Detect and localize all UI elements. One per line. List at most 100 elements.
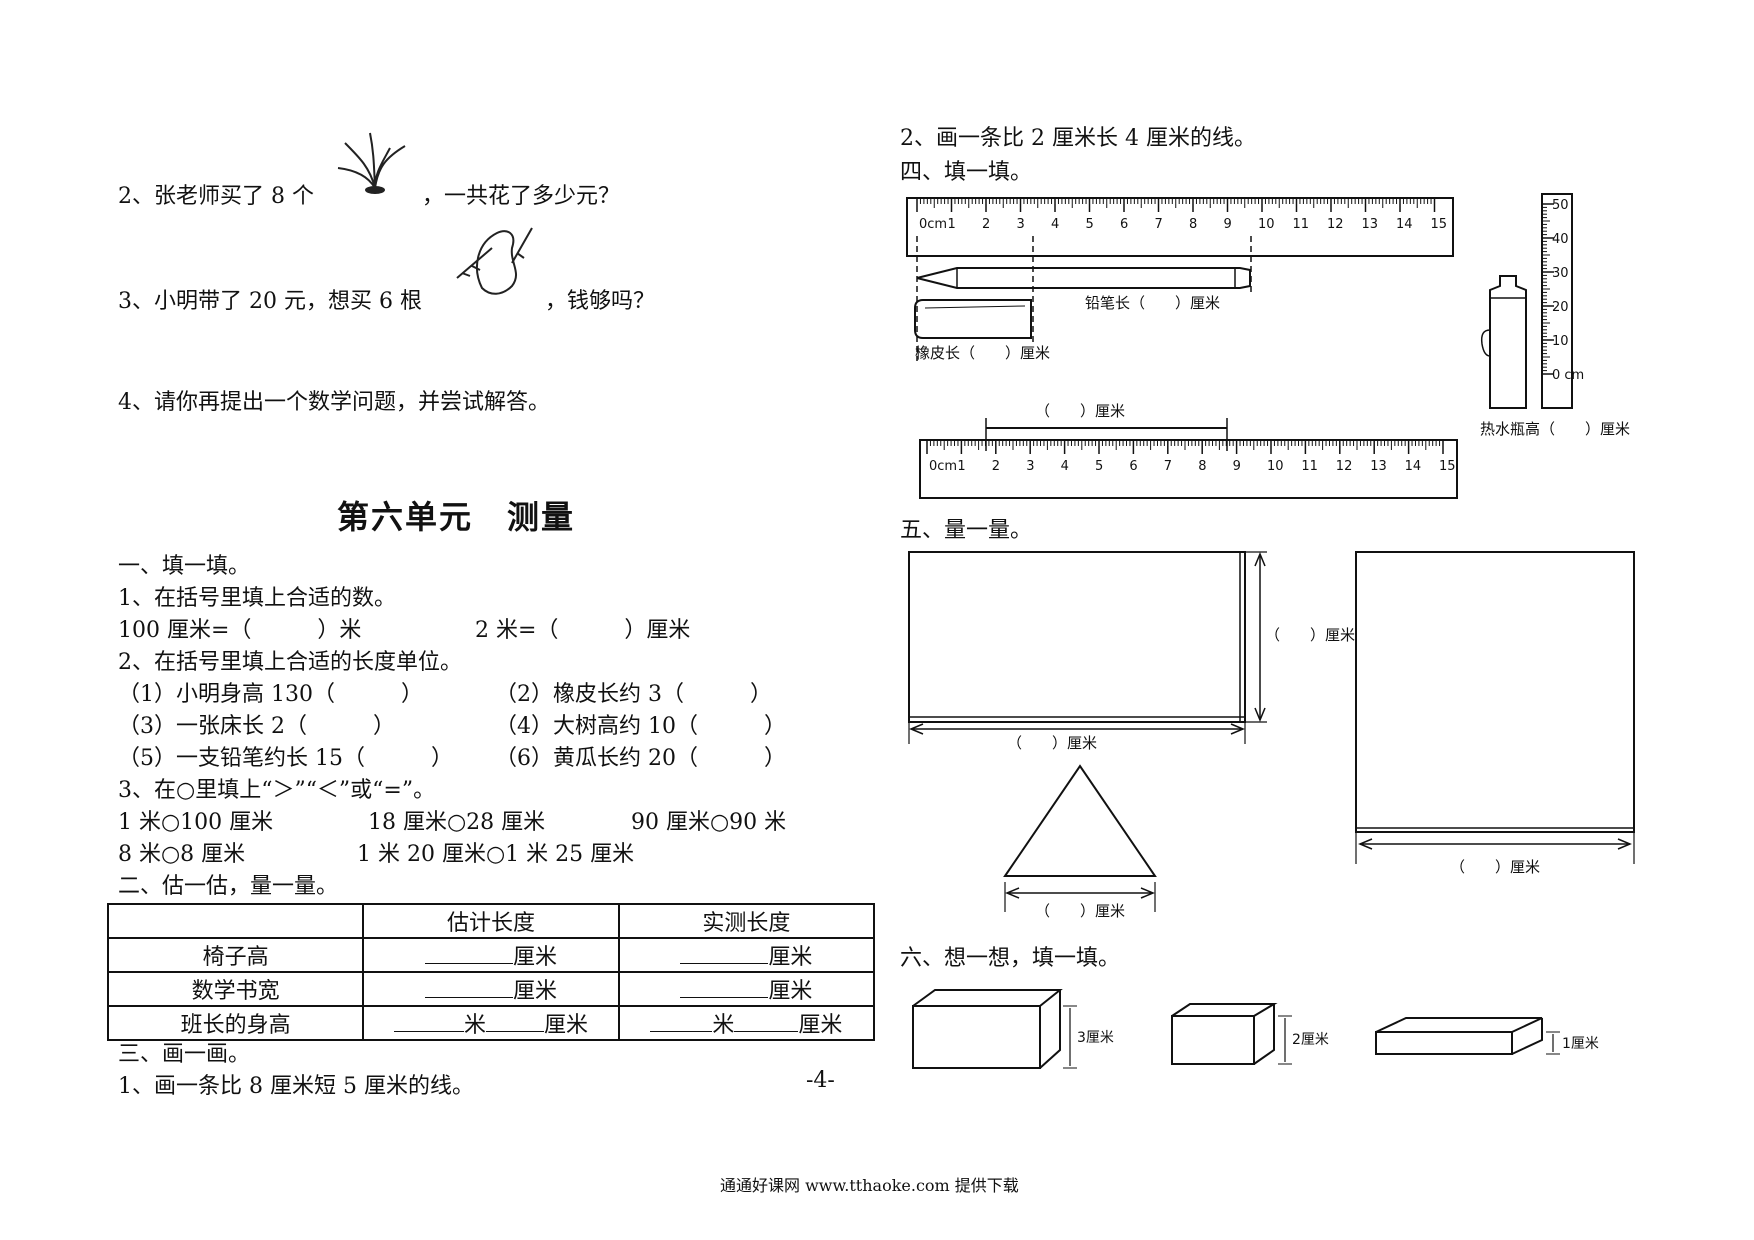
ruler-tick-label: 7 [1155, 217, 1163, 232]
answer-cell[interactable]: 米厘米 [362, 1005, 620, 1041]
answer-cell[interactable]: 厘米 [362, 971, 620, 1007]
ruler-tick-label: 12 [1327, 217, 1344, 232]
ruler-tick-label: 6 [1120, 217, 1128, 232]
ruler-tick-label: 14 [1405, 459, 1422, 474]
triangle-measure: （ ）厘米 [1003, 764, 1157, 920]
unit-item: （1）小明身高 130（ ） [118, 682, 423, 707]
ruler-tick-label: 9 [1224, 217, 1232, 232]
table-row: 数学书宽 厘米 厘米 [106, 971, 876, 1007]
box-1: 3厘米 [912, 989, 1114, 1069]
thermos-tick-label: 40 [1552, 232, 1569, 247]
table-header-row: 估计长度 实测长度 [106, 903, 876, 939]
rect-width-label: （ ）厘米 [1007, 734, 1097, 752]
table-header-cell [106, 903, 365, 939]
ruler-tick-label: 1 [948, 217, 956, 232]
ruler-tick-label: 2 [992, 459, 1000, 474]
triangle-label: （ ）厘米 [1035, 902, 1125, 920]
thermos-icon [1489, 275, 1527, 409]
unit-item: （3）一张床长 2（ ） [118, 714, 395, 739]
compare-item: 1 米 20 厘米○1 米 25 厘米 [357, 842, 635, 867]
answer-cell[interactable]: 厘米 [617, 937, 876, 973]
compare-item: 8 米○8 厘米 [118, 842, 246, 867]
row-label: 班长的身高 [106, 1005, 365, 1041]
row-label: 数学书宽 [106, 971, 365, 1007]
thermos-label: 热水瓶高（ ）厘米 [1480, 420, 1630, 438]
answer-cell[interactable]: 厘米 [362, 937, 620, 973]
footer-text: 通通好课网 www.tthaoke.com 提供下载 [720, 1176, 1019, 1195]
square-measure: （ ）厘米 [1355, 551, 1635, 876]
question-2-text: 2、张老师买了 8 个 [118, 184, 314, 209]
question-2-tail: ，一共花了多少元？ [422, 184, 621, 209]
compare-item: 90 厘米○90 米 [631, 810, 787, 835]
s3-q1: 1、画一条比 8 厘米短 5 厘米的线。 [118, 1074, 474, 1099]
rectangle-measure: （ ）厘米 （ ）厘米 [908, 551, 1355, 752]
ruler-tick-label: 13 [1370, 459, 1387, 474]
answer-cell[interactable]: 厘米 [617, 971, 876, 1007]
unit-item: （5）一支铅笔约长 15（ ） [118, 746, 453, 771]
table-header-cell: 实测长度 [617, 903, 876, 939]
estimate-table: 估计长度 实测长度 椅子高 厘米 厘米 数学书宽 厘米 厘米 班长的身高 米厘米… [106, 903, 876, 1041]
unit-item: （6）黄瓜长约 20（ ） [495, 746, 786, 771]
unit-title: 第六单元 测量 [337, 498, 576, 536]
pencil-label: 铅笔长（ ）厘米 [1085, 294, 1220, 312]
unit-item: （2）橡皮长约 3（ ） [495, 682, 772, 707]
pencil-icon [916, 267, 1251, 289]
ruler-tick-label: 5 [1095, 459, 1103, 474]
s1-q2: 2、在括号里填上合适的长度单位。 [118, 650, 462, 675]
question-3: 3、小明带了 20 元，想买 6 根 [118, 289, 422, 314]
ruler-tick-label: 11 [1301, 459, 1318, 474]
table-row: 椅子高 厘米 厘米 [106, 937, 876, 973]
s1-q3: 3、在○里填上“＞”“＜”或“=”。 [118, 778, 436, 803]
row-label: 椅子高 [106, 937, 365, 973]
ruler-tick-label: 0cm [929, 459, 957, 474]
table-header-cell: 估计长度 [362, 903, 620, 939]
unit-item: （4）大树高约 10（ ） [495, 714, 786, 739]
square-label: （ ）厘米 [1450, 858, 1540, 876]
flower-icon [456, 227, 533, 295]
rect-height-label: （ ）厘米 [1265, 626, 1355, 644]
eraser-icon [914, 299, 1032, 339]
compare-item: 18 厘米○28 厘米 [368, 810, 546, 835]
ruler-tick-label: 3 [1026, 459, 1034, 474]
ruler-tick-label: 14 [1396, 217, 1413, 232]
ruler-tick-label: 15 [1431, 217, 1448, 232]
ruler-tick-label: 5 [1086, 217, 1094, 232]
question-4: 4、请你再提出一个数学问题，并尝试解答。 [118, 390, 550, 415]
ruler-tick-label: 8 [1198, 459, 1206, 474]
section-1-heading: 一、填一填。 [118, 554, 251, 579]
s1-q1-a: 100 厘米=（ ）米 [118, 618, 362, 643]
ruler-tick-label: 3 [1017, 217, 1025, 232]
thermos-tick-label: 0 cm [1552, 368, 1584, 383]
box-3: 1厘米 [1375, 1017, 1599, 1055]
box-1-label: 3厘米 [1077, 1030, 1114, 1046]
ruler-tick-label: 4 [1051, 217, 1059, 232]
box-2: 2厘米 [1171, 1003, 1329, 1065]
s1-q1: 1、在括号里填上合适的数。 [118, 586, 396, 611]
ruler-tick-label: 2 [982, 217, 990, 232]
ruler-tick-label: 8 [1189, 217, 1197, 232]
box-2-label: 2厘米 [1292, 1032, 1329, 1048]
answer-cell[interactable]: 米厘米 [617, 1005, 876, 1041]
table-row: 班长的身高 米厘米 米厘米 [106, 1005, 876, 1041]
thermos-tick-label: 30 [1552, 266, 1569, 281]
ruler-tick-label: 7 [1164, 459, 1172, 474]
s3-q2: 2、画一条比 2 厘米长 4 厘米的线。 [900, 126, 1256, 151]
line-label: （ ）厘米 [1035, 402, 1125, 420]
ruler-tick-label: 12 [1336, 459, 1353, 474]
ruler-tick-label: 0cm [919, 217, 947, 232]
question-3-tail: ，钱够吗？ [545, 289, 656, 314]
s1-q1-b: 2 米=（ ）厘米 [475, 618, 691, 643]
ruler-tick-label: 6 [1129, 459, 1137, 474]
ruler-tick-label: 9 [1233, 459, 1241, 474]
ruler-tick-label: 1 [957, 459, 965, 474]
page-number: -4- [806, 1068, 835, 1093]
ruler-tick-label: 15 [1439, 459, 1456, 474]
box-3-label: 1厘米 [1562, 1036, 1599, 1052]
compare-item: 1 米○100 厘米 [118, 810, 274, 835]
thermos-tick-label: 50 [1552, 198, 1569, 213]
thermos-tick-label: 10 [1552, 334, 1569, 349]
section-5-heading: 五、量一量。 [900, 518, 1033, 543]
